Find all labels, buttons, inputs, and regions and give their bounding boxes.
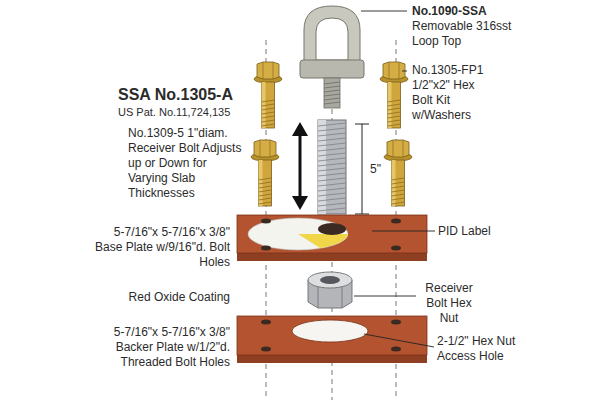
leader-line: [361, 11, 407, 12]
base-plate: [248, 218, 348, 250]
hex-nut: [318, 286, 319, 308]
hex-nut: [342, 286, 343, 308]
backer-plate: [391, 320, 401, 325]
loop-top: [324, 82, 340, 104]
base-plate: [237, 215, 427, 253]
loop-top: [304, 6, 360, 68]
leader-line: [364, 334, 434, 347]
part-callout: No.1309-5 1"diam. Receiver Bolt Adjusts …: [128, 126, 246, 201]
hex-bolt: [380, 62, 408, 128]
hex-bolt: [251, 140, 279, 206]
base-plate: [261, 219, 271, 224]
base-plate: [318, 223, 346, 235]
hex-bolt: [254, 62, 282, 128]
base-plate: [298, 234, 348, 248]
part-name: Removable 316sst Loop Top: [412, 19, 517, 49]
part-name: PID Label: [438, 224, 528, 239]
dimension: 5": [370, 162, 400, 177]
part-name: Receiver Bolt Hex Nut: [419, 281, 479, 326]
adjust-arrow: [292, 122, 308, 210]
adjust-arrow: [292, 122, 308, 136]
loop-top: [300, 60, 364, 78]
base-plate: [237, 215, 427, 261]
leader-line: [372, 231, 435, 232]
adjust-arrow: [292, 196, 308, 210]
hex-nut: [320, 276, 340, 284]
backer-plate: [391, 347, 401, 352]
hex-nut: [308, 272, 352, 308]
part-callout: No.1305-FP1 1/2"x2" Hex Bolt Kit w/Washe…: [412, 63, 498, 123]
part-callout: 5-7/16"x 5-7/16"x 3/8" Base Plate w/9/16…: [88, 225, 230, 270]
backer-plate: [237, 316, 427, 363]
loop-top: [300, 6, 364, 108]
dimension-line: [355, 124, 369, 214]
receiver-bolt: [318, 120, 346, 214]
hex-nut: [308, 272, 352, 288]
base-plate: [391, 246, 401, 251]
base-plate: [261, 246, 271, 251]
receiver-bolt: [318, 123, 346, 211]
backer-plate: [261, 320, 271, 325]
leader-line: [354, 296, 416, 297]
backer-plate: [292, 320, 368, 342]
backer-plate: [237, 316, 427, 355]
loop-top: [324, 78, 340, 108]
backer-plate: [261, 347, 271, 352]
part-name: 2-1/2" Hex Nut Access Hole: [437, 334, 537, 364]
leader-line: [402, 71, 407, 72]
part-callout: 5-7/16"x 5-7/16"x 3/8" Backer Plate w/1/…: [78, 325, 230, 370]
finish-note: Red Oxide Coating: [100, 290, 230, 305]
base-plate: [391, 219, 401, 224]
patent-number: US Pat. No.11,724,135: [118, 105, 278, 119]
leader-line: [354, 11, 435, 347]
product-title: SSA No.1305-A: [118, 85, 268, 104]
dimension-line: [355, 124, 369, 125]
part-number: No.1090-SSA: [412, 4, 562, 19]
dimension-line: [362, 124, 363, 214]
dimension-line: [355, 214, 369, 215]
receiver-bolt: [318, 120, 346, 214]
hex-bolt: [384, 140, 412, 206]
adjust-arrow: [299, 134, 302, 198]
